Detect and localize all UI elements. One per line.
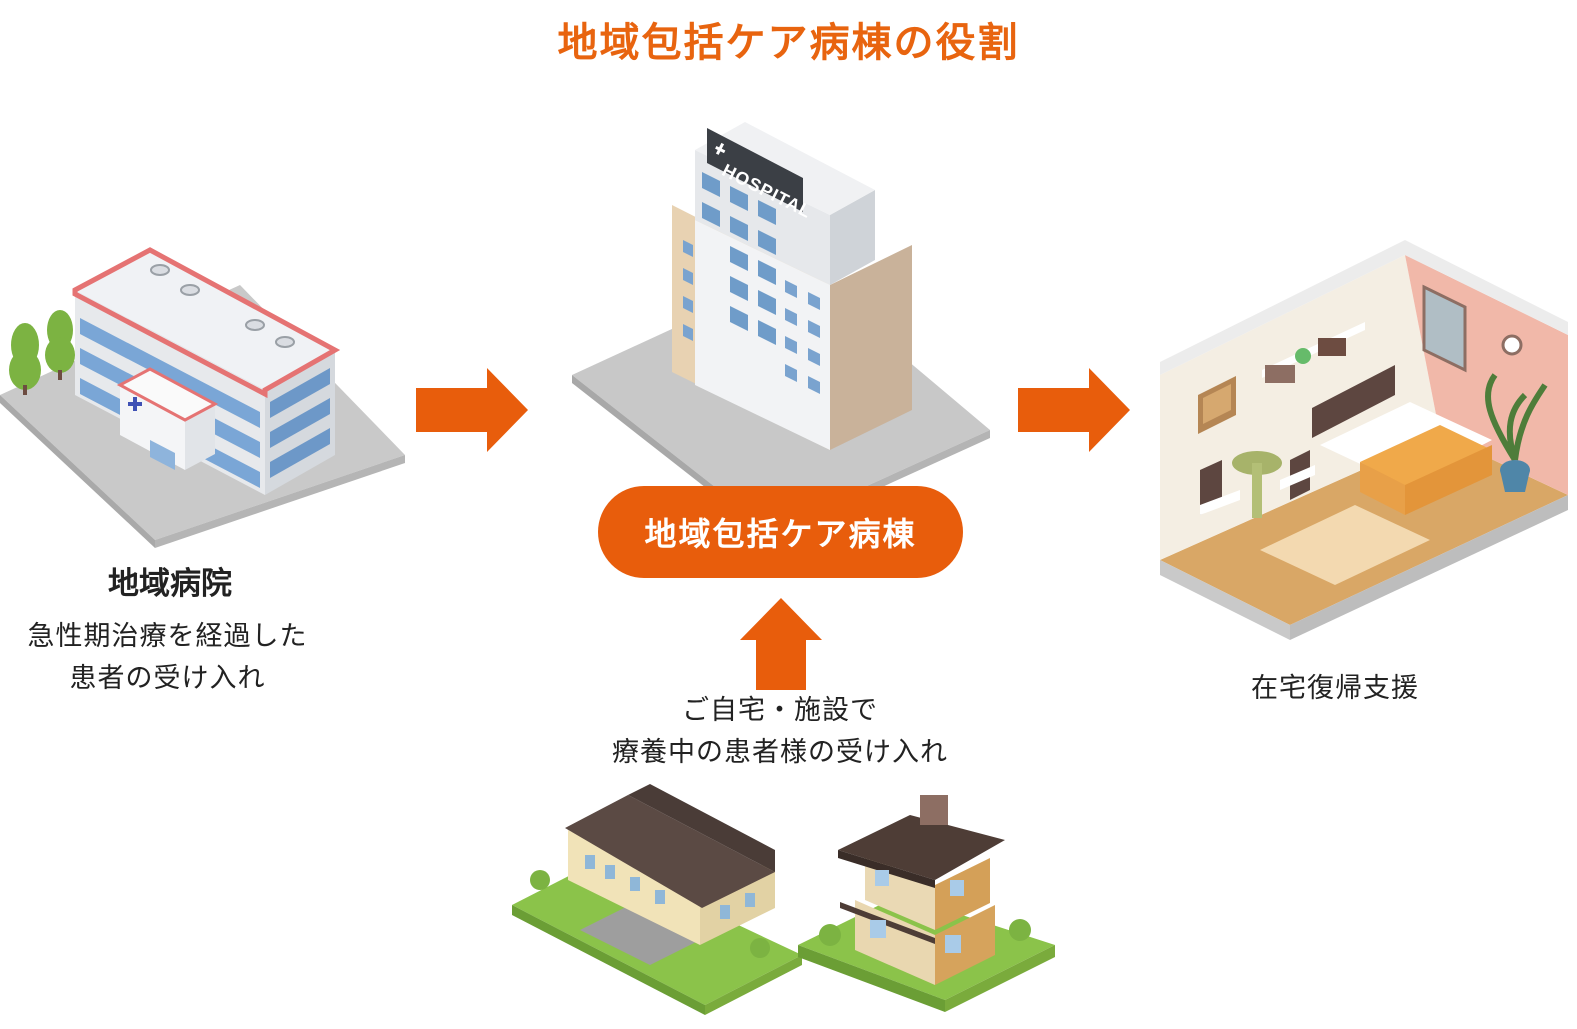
regional-hospital-line-1: 急性期治療を経過した (27, 621, 308, 652)
right-arrow-icon (416, 368, 528, 452)
home-facility-description: ご自宅・施設で 療養中の患者様の受け入れ (540, 690, 1020, 774)
regional-hospital-description: 急性期治療を経過した 患者の受け入れ (0, 616, 335, 700)
home-facility-line-1: ご自宅・施設で (682, 695, 878, 726)
community-care-ward-label: 地域包括ケア病棟 (644, 515, 917, 553)
regional-hospital-heading: 地域病院 (108, 566, 232, 602)
regional-hospital-line-2: 患者の受け入れ (69, 663, 266, 694)
up-arrow-icon (740, 598, 822, 690)
community-care-ward-badge: 地域包括ケア病棟 (598, 486, 963, 578)
right-arrow-icon (1018, 368, 1130, 452)
page-title: 地域包括ケア病棟の役割 (557, 20, 1020, 66)
home-return-support-label: 在宅復帰支援 (1251, 673, 1419, 704)
home-facility-line-2: 療養中の患者様の受け入れ (612, 737, 948, 768)
